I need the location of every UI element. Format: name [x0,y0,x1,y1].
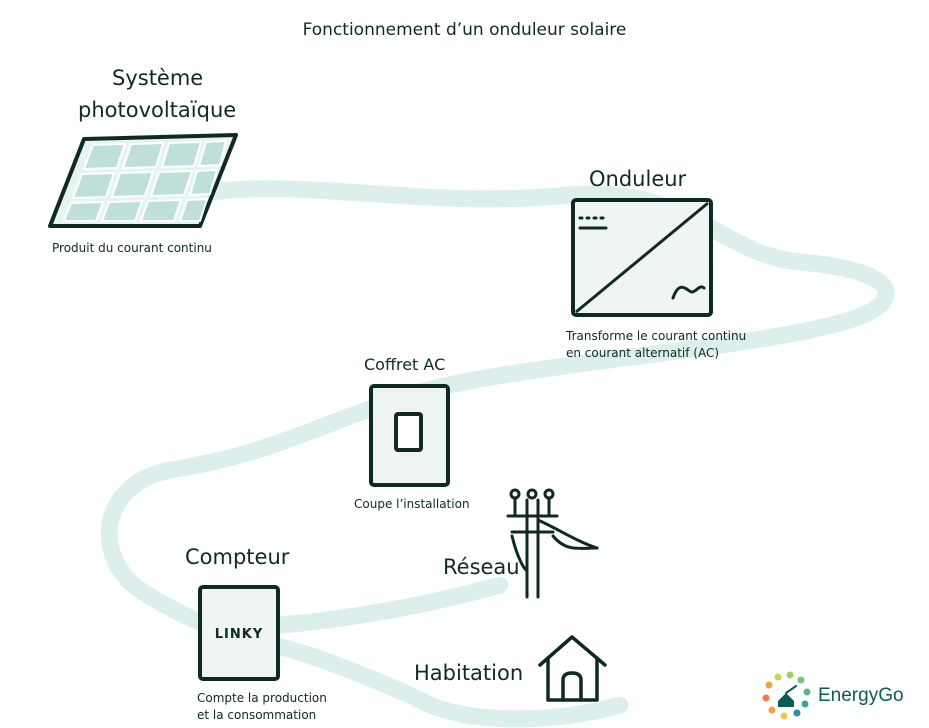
ac-box-icon [369,384,450,487]
inverter-description-line1: Transforme le courant continu [566,329,747,343]
brand-name: EnergyGo [818,685,904,706]
home-label: Habitation [414,661,524,685]
meter-description-line2: et la consommation [197,708,317,722]
solar-panel-icon [48,133,238,228]
inverter-label: Onduleur [589,167,687,191]
inverter-description-line2: en courant alternatif (AC) [566,346,720,360]
energygo-logo-icon [762,671,811,720]
utility-pole-icon [506,488,599,599]
cable-branch-grid [273,576,509,634]
pv-label-line1: Système [112,66,204,90]
ac-box-label: Coffret AC [364,355,446,374]
inverter-icon [571,198,713,317]
grid-label: Réseau [443,555,520,579]
meter-panel-text: LINKY [214,627,264,642]
meter-label: Compteur [185,545,290,569]
page-title: Fonctionnement d’un onduleur solaire [302,20,627,40]
pv-label-line2: photovoltaïque [78,98,237,122]
meter-icon [198,585,280,681]
meter-description-line1: Compte la production [197,691,327,705]
pv-description: Produit du courant continu [52,241,212,255]
ac-box-description: Coupe l’installation [354,497,470,511]
house-icon [538,635,607,702]
